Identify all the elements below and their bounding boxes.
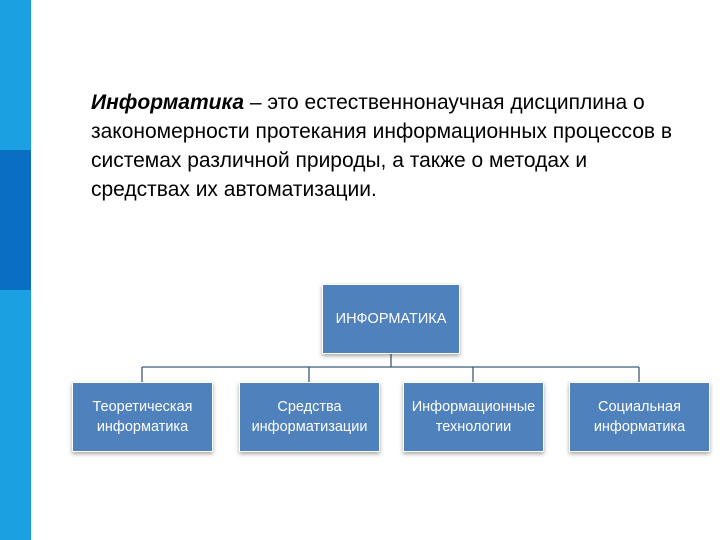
diagram-node-label: Информационные технологии <box>411 399 536 435</box>
side-accent-bar <box>0 0 31 540</box>
diagram-node-label: Средства информатизации <box>251 399 368 435</box>
diagram-node-theoretical: Теоретическая информатика <box>72 382 213 452</box>
diagram-node-label: Теоретическая информатика <box>92 399 193 435</box>
diagram-root-node: ИНФОРМАТИКА <box>322 284 460 354</box>
diagram-node-technologies: Информационные технологии <box>403 382 544 452</box>
definition-body: – это естественнонаучная дисциплина о за… <box>91 91 673 201</box>
diagram-node-social: Социальная информатика <box>569 382 710 452</box>
diagram-node-label: Социальная информатика <box>593 399 686 435</box>
side-accent-band <box>0 150 31 290</box>
definition-term: Информатика <box>91 91 245 114</box>
definition-text: Информатика – это естественнонаучная дис… <box>91 88 681 204</box>
diagram-node-tools: Средства информатизации <box>239 382 380 452</box>
diagram-root-label: ИНФОРМАТИКА <box>335 311 447 327</box>
